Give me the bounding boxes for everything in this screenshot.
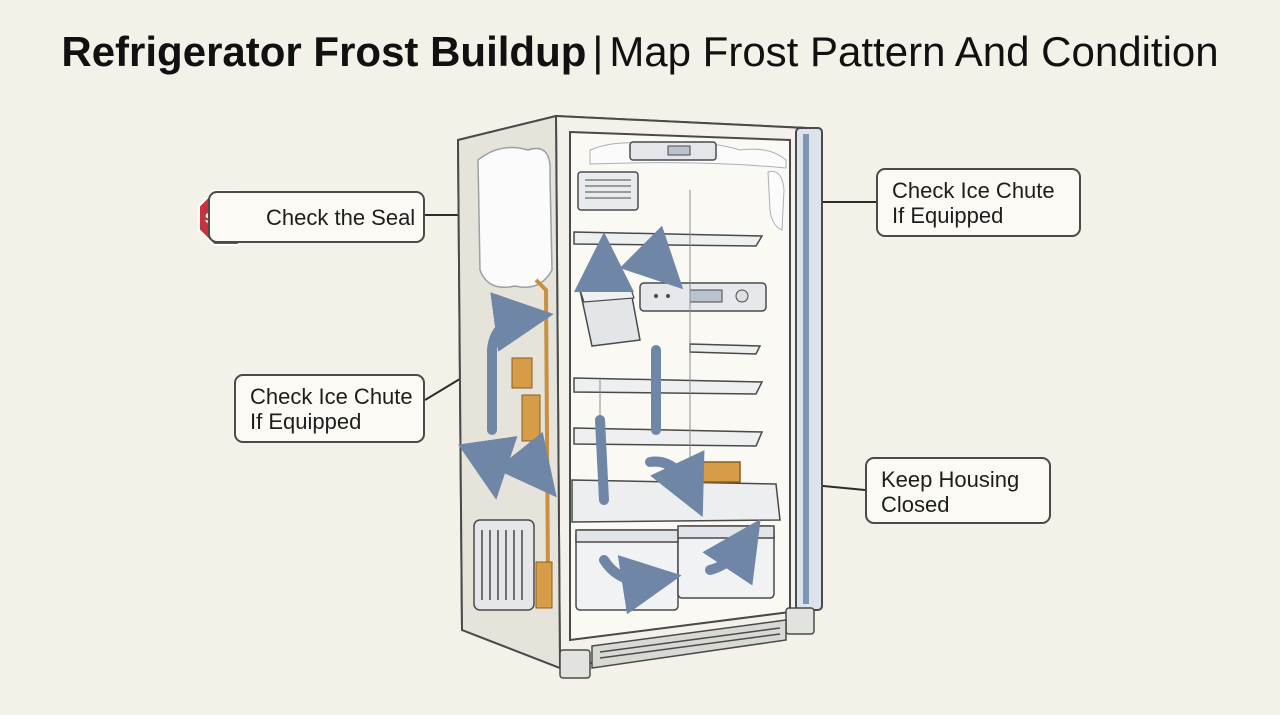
airflow-arrow-icon: [458, 225, 761, 615]
callout-ice-chute-left: Check Ice Chute If Equipped: [234, 374, 425, 443]
page-title: Refrigerator Frost Buildup|Map Frost Pat…: [0, 28, 1280, 76]
title-subtitle: Map Frost Pattern And Condition: [609, 28, 1219, 75]
callout-keep-housing-line-1: Keep Housing: [881, 467, 1020, 492]
housing-block: [699, 461, 741, 483]
vent-grille-icon: [577, 171, 639, 211]
callout-ice-chute-left-line-1: Check Ice Chute: [250, 384, 413, 409]
evaporator-coil-icon: [473, 519, 535, 611]
callout-ice-chute-left-line-2: If Equipped: [250, 409, 362, 434]
door-edge: [795, 127, 823, 611]
title-separator: |: [592, 28, 604, 75]
cabinet-base: [559, 607, 815, 679]
callout-check-seal-line-1: Check the Seal: [266, 204, 416, 230]
callout-ice-chute-right-line-1: Check Ice Chute: [892, 178, 1055, 203]
control-panel-icon: [629, 141, 767, 312]
title-main: Refrigerator Frost Buildup: [61, 28, 587, 75]
callout-check-seal: Check the Seal: [208, 191, 425, 243]
callout-ice-chute-right-line-2: If Equipped: [892, 203, 1004, 228]
callout-keep-housing-line-2: Closed: [881, 492, 950, 517]
callout-keep-housing: Keep Housing Closed: [865, 457, 1051, 524]
callout-ice-chute-right: Check Ice Chute If Equipped: [876, 168, 1081, 237]
